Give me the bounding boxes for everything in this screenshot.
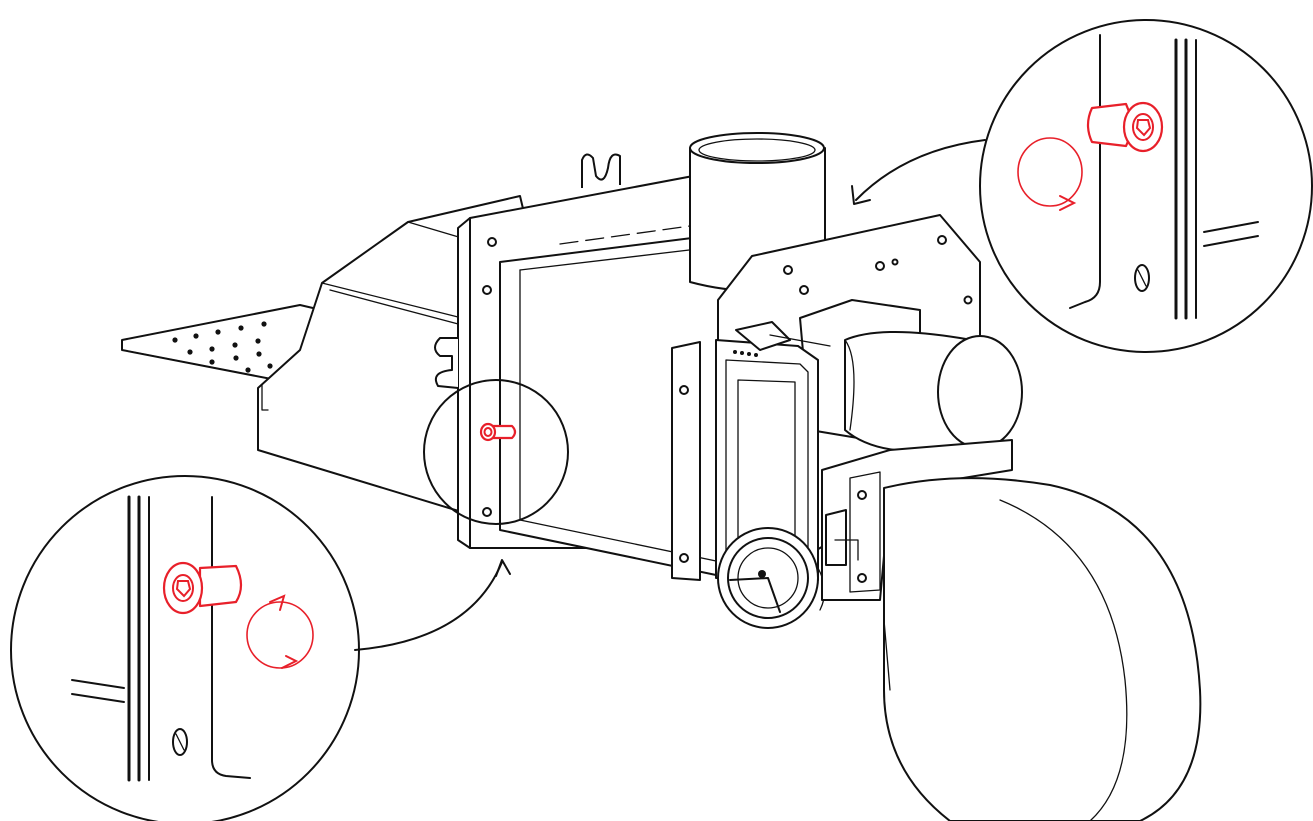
gear-motor bbox=[799, 299, 1023, 453]
fan-bracket bbox=[821, 439, 1013, 601]
blower-fan-housing bbox=[883, 477, 1202, 821]
rotary-wheel bbox=[717, 527, 826, 629]
leader-arrow-bottom-left bbox=[354, 559, 511, 651]
rotation-arrow-icon bbox=[246, 594, 314, 669]
rotation-arrow-icon bbox=[1017, 137, 1083, 211]
screw-icon bbox=[1086, 101, 1164, 153]
detail-plate-lines bbox=[1069, 34, 1259, 320]
zoom-circle-flange bbox=[423, 379, 569, 525]
side-bracket bbox=[671, 341, 701, 581]
screw-icon bbox=[162, 561, 243, 615]
detail-bottom-left bbox=[10, 475, 360, 821]
screw-icon bbox=[479, 422, 517, 442]
detail-top-right bbox=[979, 19, 1313, 353]
feed-tray bbox=[121, 304, 331, 384]
detail-plate-lines bbox=[71, 495, 251, 782]
leader-arrow-top-right bbox=[851, 139, 986, 205]
control-panel bbox=[715, 321, 831, 581]
burner-body bbox=[121, 132, 1202, 821]
